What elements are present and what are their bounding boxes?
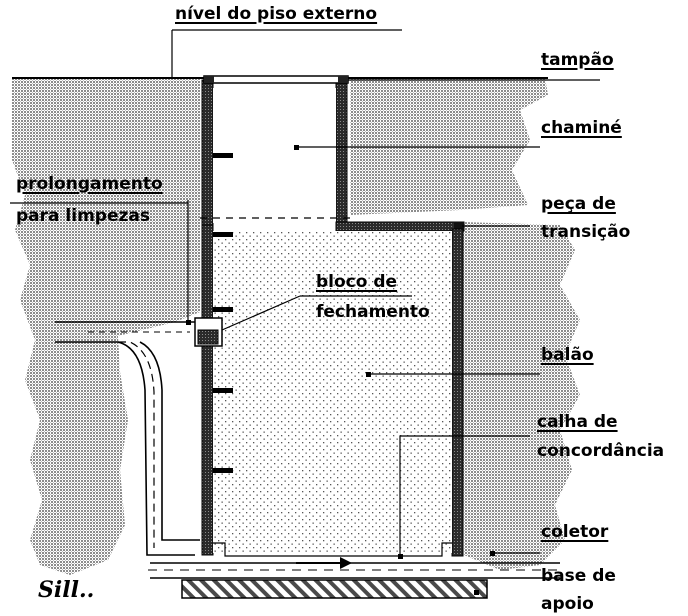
cleaning-pipe-inner [118, 341, 155, 548]
rung [213, 307, 233, 312]
cap-shape [203, 75, 349, 84]
label-cap: tampão [541, 50, 614, 70]
rung [213, 153, 233, 158]
label-collector: coletor [541, 522, 609, 542]
flow-arrow-head [340, 557, 352, 569]
label-transition-line1: peça de [541, 194, 616, 214]
rung [213, 232, 233, 237]
chamber-wall-right [451, 228, 464, 557]
label-ground-level: nível do piso externo [175, 4, 378, 24]
label-closing-block-line1: bloco de [316, 272, 398, 292]
transition-slab [335, 221, 465, 232]
leader-channel [399, 435, 530, 557]
leader-dot-chamber [366, 372, 371, 377]
label-extension-line2: para limpezas [16, 206, 150, 226]
chimney-interior [213, 88, 336, 223]
label-transition-line2: transição [541, 222, 631, 242]
leader-dot-collector [490, 551, 495, 556]
chamber-interior [213, 231, 452, 553]
label-chimney: chaminé [541, 118, 622, 138]
rung [213, 388, 233, 393]
rung [213, 468, 233, 473]
leader-dot-chimney [294, 145, 299, 150]
closing-block-fill [197, 329, 219, 345]
chimney-wall-left [201, 79, 214, 226]
cap-frame-right [338, 76, 348, 83]
leader-lines [10, 29, 600, 557]
soil-right-lower [462, 222, 580, 570]
label-channel-line1: calha de [537, 412, 618, 432]
label-channel-line2: concordância [537, 441, 665, 461]
chamber-wall-left [201, 224, 214, 556]
label-base-line2: apoio [541, 594, 594, 614]
channel-outline [213, 542, 452, 557]
leader-block [221, 295, 301, 331]
cap-frame-left [204, 76, 214, 83]
leader-dot-channel [398, 554, 403, 559]
chimney-wall-right [335, 79, 348, 224]
label-base-line1: base de [541, 566, 616, 586]
leader-dot-base [474, 590, 479, 595]
signature: Sill.. [38, 577, 94, 603]
label-chamber: balão [541, 345, 594, 365]
label-extension-line1: prolongamento [16, 174, 163, 194]
transition-slab-end [454, 222, 464, 231]
label-closing-block-line2: fechamento [316, 302, 430, 322]
soil-left [12, 78, 200, 575]
base-slab [181, 579, 488, 599]
leader-dot-extension [186, 320, 191, 325]
